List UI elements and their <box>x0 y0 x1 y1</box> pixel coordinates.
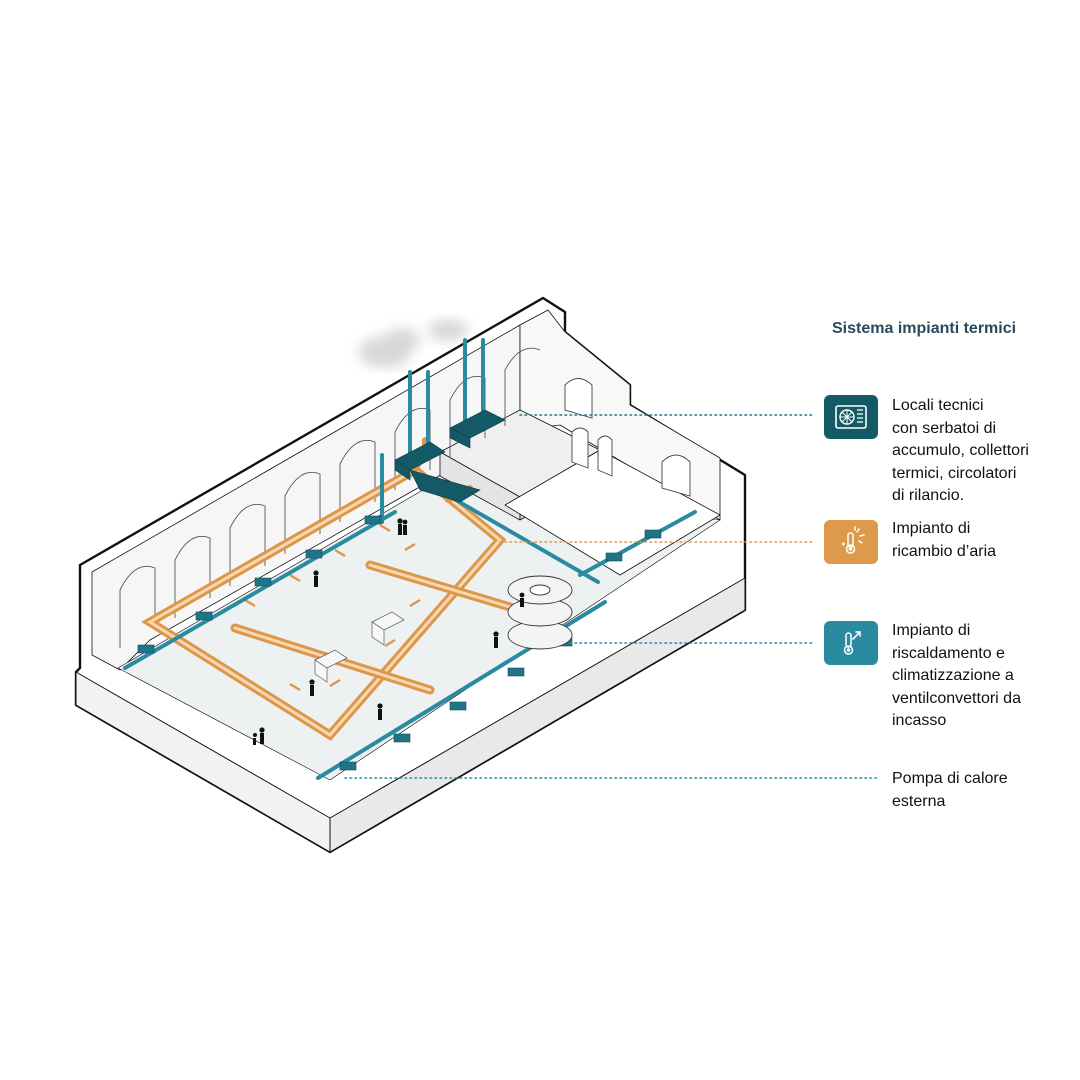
ventilation-unit-icon <box>835 405 867 429</box>
thermometer-arrow-icon <box>843 631 861 655</box>
legend-text-riscaldamento: Impianto di riscaldamento e climatizzazi… <box>892 622 1021 729</box>
interior-furniture <box>314 611 405 683</box>
legend-leader-lines <box>344 414 879 779</box>
people-silhouettes <box>253 518 525 745</box>
air-diffuser-arrows <box>244 523 421 692</box>
legend-badge-locali-tecnici <box>824 395 878 439</box>
legend-text-pompa-calore: Pompa di calore esterna <box>892 770 1008 810</box>
legend-text-locali-tecnici: Locali tecnici con serbatoi di accumulo,… <box>892 397 1029 504</box>
chimney-smoke <box>359 319 468 368</box>
legend-badge-ricambio-aria <box>824 520 878 564</box>
gable-windows <box>564 378 691 497</box>
legend-text-ricambio-aria: Impianto di ricambio d’aria <box>892 520 997 560</box>
spiral-staircase <box>507 575 573 650</box>
upper-slab <box>504 449 721 576</box>
building-base-right <box>329 577 746 853</box>
legend-title: Sistema impianti termici <box>832 320 1017 337</box>
sun-thermometer-icon <box>842 526 865 554</box>
technical-room-equipment <box>394 409 506 503</box>
air-exchange-ducts <box>141 437 525 741</box>
legend-badge-riscaldamento <box>824 621 878 665</box>
